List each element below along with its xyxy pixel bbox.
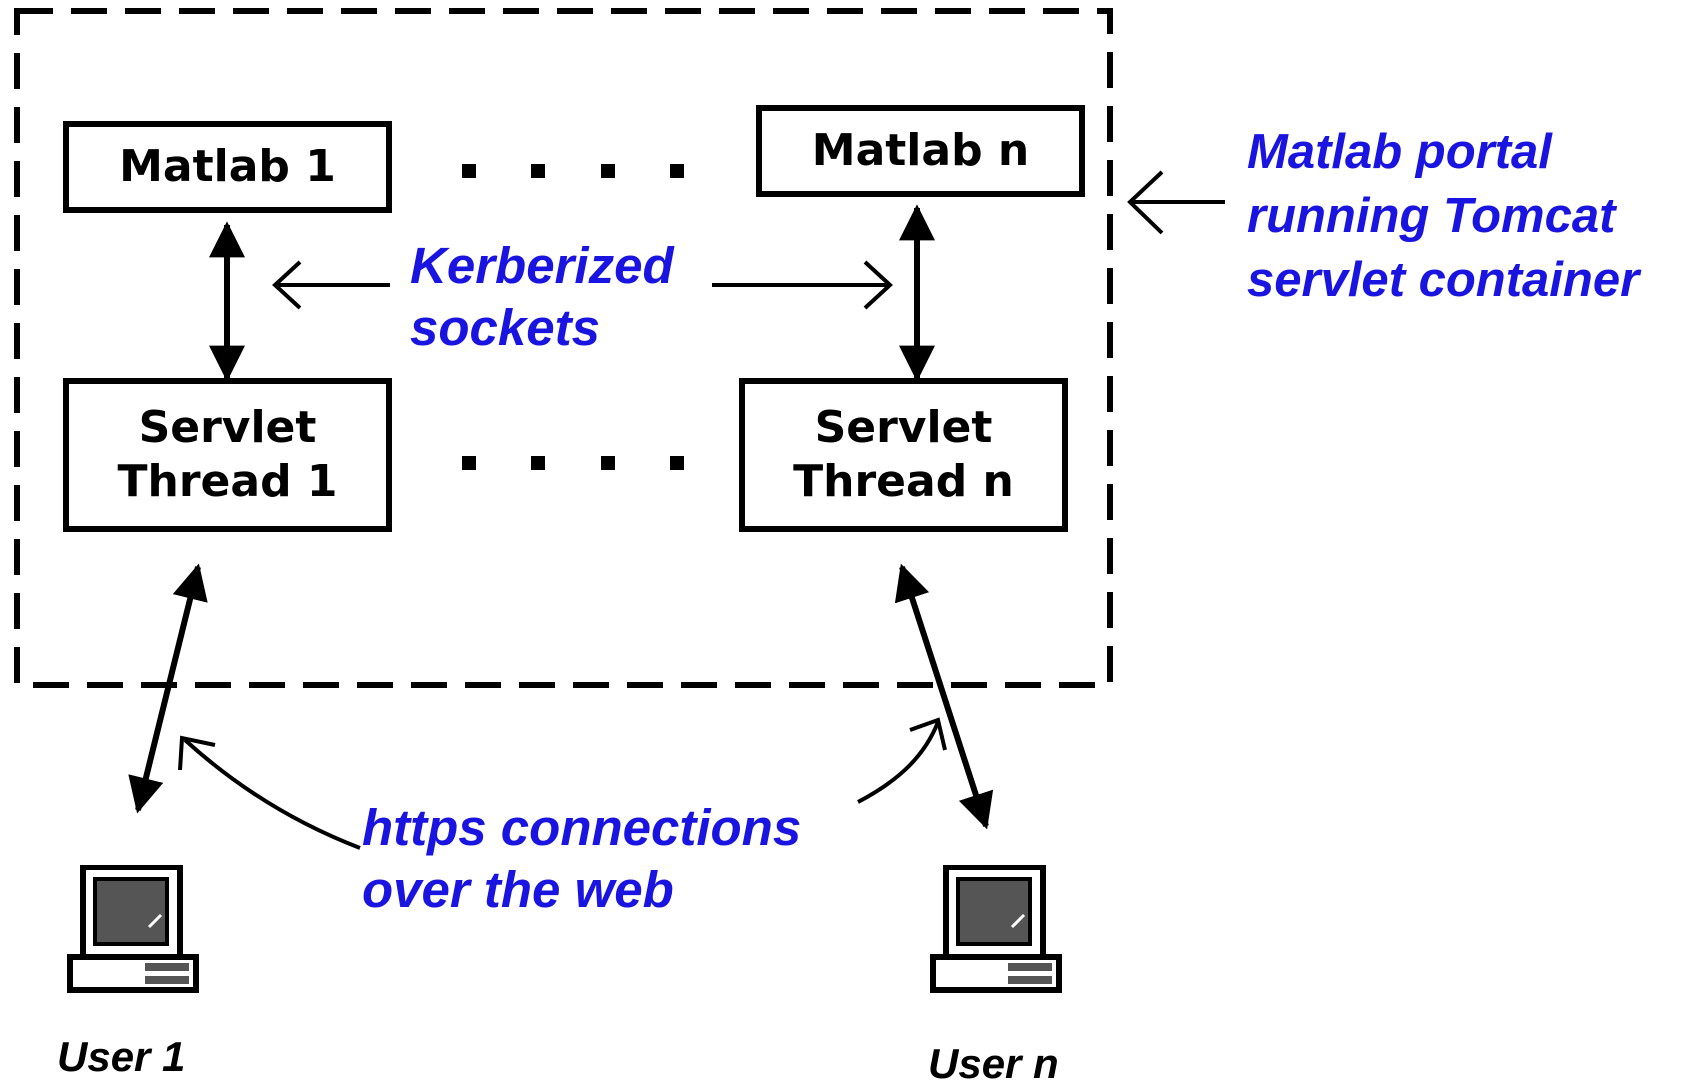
servlet-n-line-1: Servlet [814, 402, 993, 454]
servlet-thread-n-box: Servlet Thread n [739, 378, 1068, 532]
ellipsis-dot [670, 164, 684, 178]
servlet-n-line-2: Thread n [793, 456, 1014, 507]
user-n-label: User n [928, 1040, 1059, 1087]
ellipsis-dot [601, 164, 615, 178]
ellipsis-dot [462, 164, 476, 178]
ellipsis-dot [462, 456, 476, 470]
https-line-1: https connections [362, 799, 802, 856]
matlab-ellipsis [462, 164, 684, 178]
portal-pointer-arrow [1127, 170, 1225, 235]
kerberized-pointer-left [272, 260, 390, 310]
kerberized-line-1: Kerberized [410, 237, 674, 294]
matlab-1-box: Matlab 1 [63, 121, 392, 213]
ellipsis-dot [531, 164, 545, 178]
servlet-thread-1-box: Servlet Thread 1 [63, 378, 392, 532]
portal-line-1: Matlab portal [1247, 125, 1552, 179]
portal-label: Matlab portal running Tomcat servlet con… [1247, 120, 1639, 312]
kerberized-sockets-label: Kerberized sockets [410, 235, 674, 359]
portal-line-3: servlet container [1247, 253, 1640, 307]
desktop-computer-icon [930, 865, 1062, 993]
portal-line-2: running Tomcat [1247, 189, 1616, 243]
servlet-ellipsis [462, 456, 684, 470]
ellipsis-dot [531, 456, 545, 470]
servlet-1-line-2: Thread 1 [117, 456, 338, 507]
https-arrow-n [894, 563, 994, 830]
user-1-label: User 1 [57, 1033, 186, 1080]
ellipsis-dot [601, 456, 615, 470]
https-pointer-left [178, 735, 361, 850]
https-line-2: over the web [362, 861, 674, 918]
desktop-computer-icon [67, 865, 199, 993]
servlet-1-line-1: Servlet [138, 402, 317, 454]
matlab-n-box: Matlab n [756, 105, 1085, 197]
kerberized-pointer-right [712, 260, 893, 310]
kerberized-line-2: sockets [410, 299, 600, 356]
https-pointer-right [857, 717, 947, 804]
portal-boundary [14, 8, 1113, 688]
https-arrow-1 [128, 563, 208, 814]
ellipsis-dot [670, 456, 684, 470]
https-connections-label: https connections over the web [362, 797, 801, 921]
matlab-1-label: Matlab 1 [119, 141, 336, 193]
matlab-n-label: Matlab n [811, 125, 1030, 177]
